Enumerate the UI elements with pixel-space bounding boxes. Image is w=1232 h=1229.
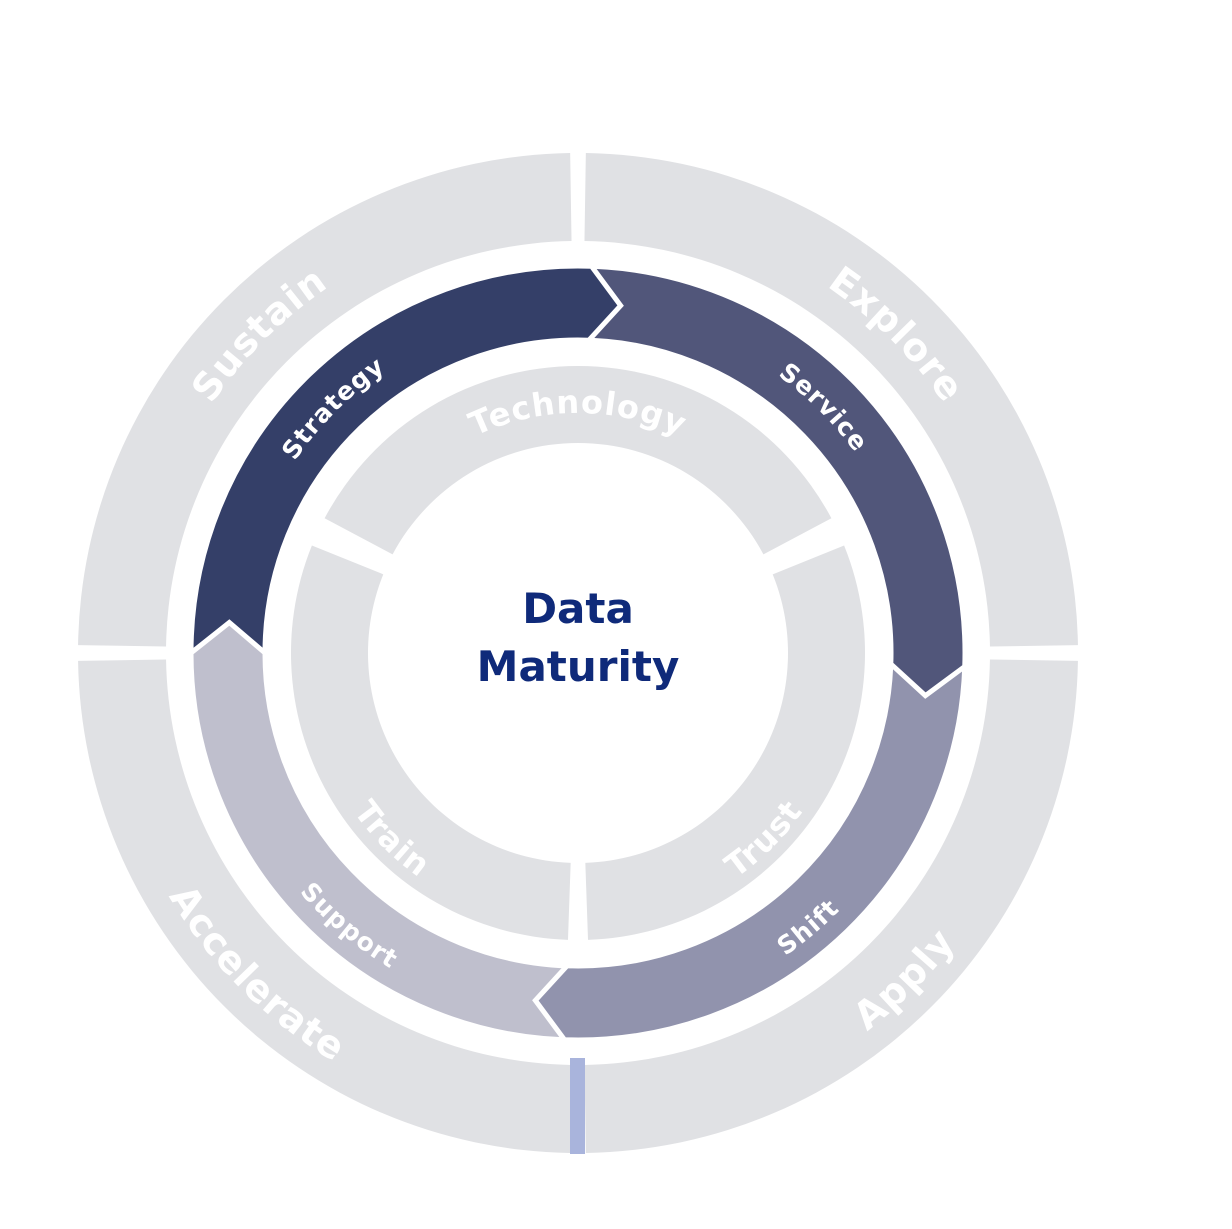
center-title: Data Maturity xyxy=(477,584,680,691)
outer-segment-explore[interactable] xyxy=(584,153,1078,647)
inner-ring xyxy=(291,365,865,940)
inner-segment-technology[interactable] xyxy=(324,365,832,555)
cycle-ring xyxy=(188,263,968,1043)
outer-segment-sustain[interactable] xyxy=(78,153,572,647)
outer-segment-apply[interactable] xyxy=(584,659,1078,1153)
outer-segment-accelerate[interactable] xyxy=(78,659,572,1153)
center-title-line1: Data xyxy=(522,584,634,633)
outer-ring xyxy=(78,153,1078,1153)
cycle-arrow-strategy[interactable] xyxy=(188,263,624,659)
inner-segment-train[interactable] xyxy=(291,545,571,940)
center-title-line2: Maturity xyxy=(477,642,680,691)
accent-divider xyxy=(570,1058,585,1154)
inner-segment-trust[interactable] xyxy=(585,545,865,940)
